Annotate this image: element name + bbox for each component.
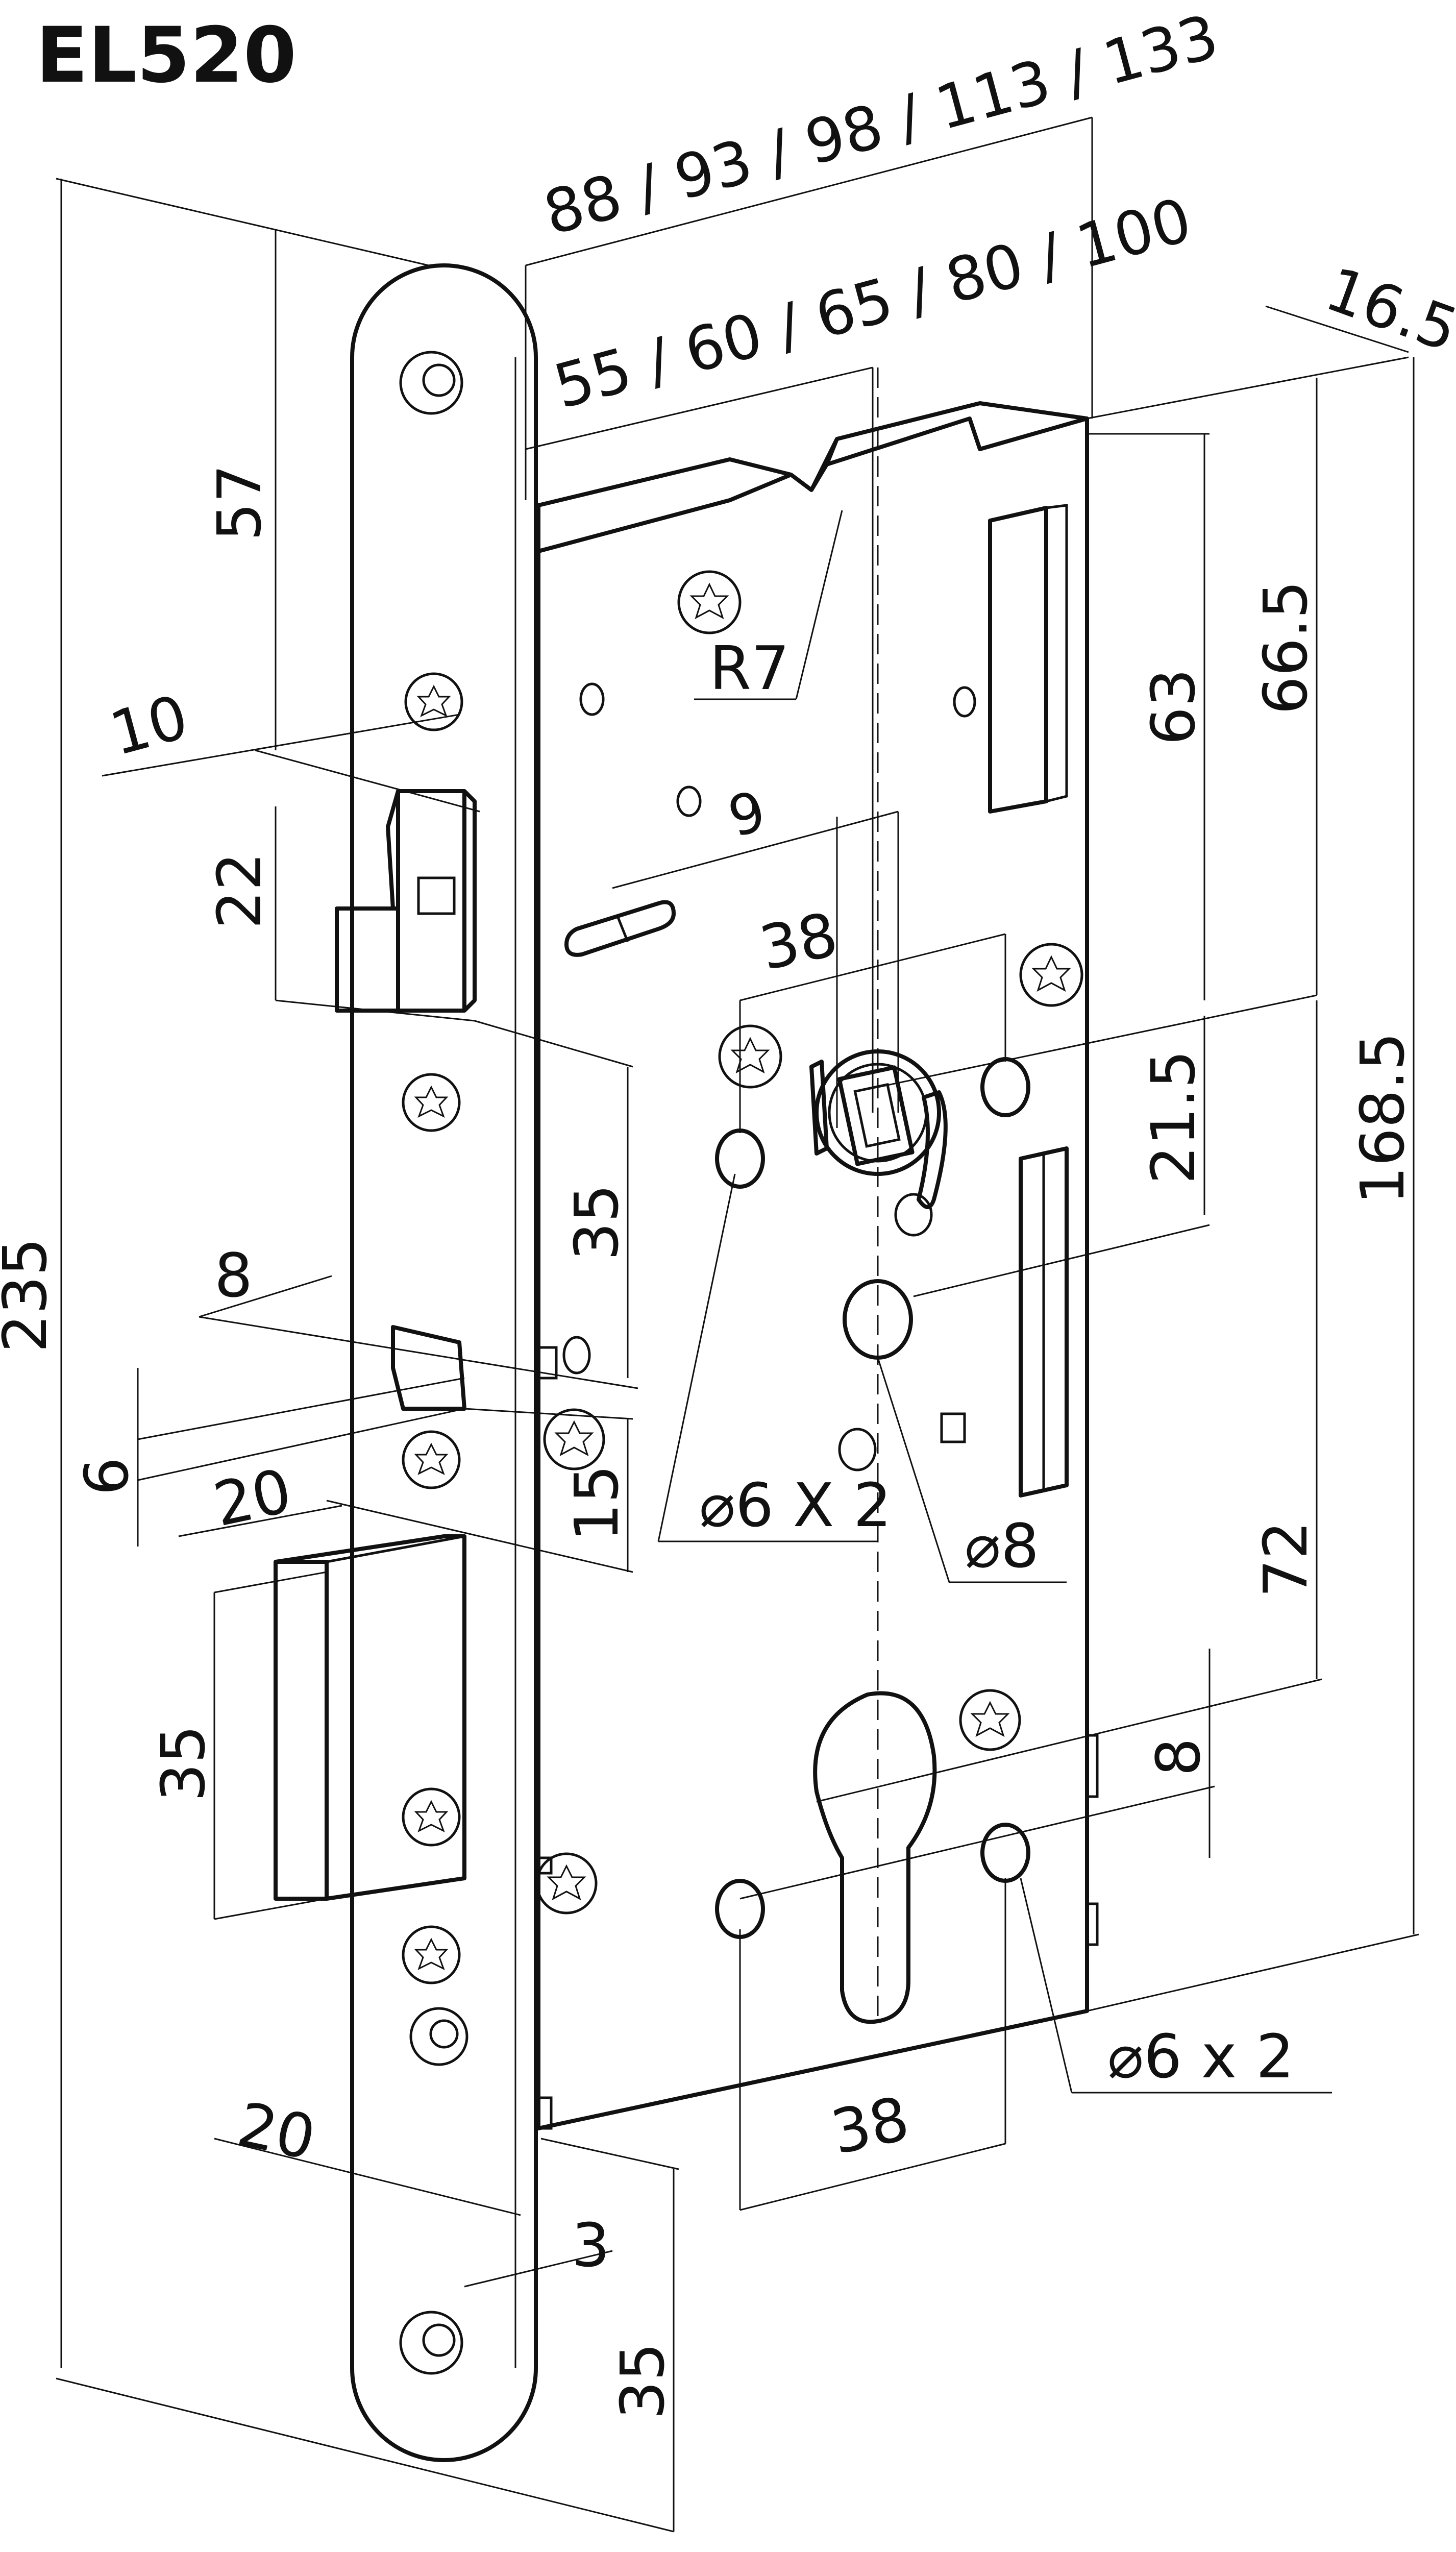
dim-aux-projection: 8 bbox=[214, 1240, 253, 1311]
product-title: EL520 bbox=[36, 11, 297, 100]
faceplate-torx-screw-2 bbox=[402, 1073, 461, 1132]
lock-case bbox=[534, 401, 1099, 2130]
dim-follower-to-cylinder: 72 bbox=[1250, 1521, 1321, 1598]
faceplate-torx-screw-3 bbox=[402, 1430, 461, 1489]
dim-follower-square: 9 bbox=[722, 779, 772, 850]
case-torx-screw-3 bbox=[718, 1024, 782, 1089]
dim-cylinder-offset: 8 bbox=[1143, 1738, 1214, 1776]
case-torx-screw-5 bbox=[959, 1689, 1021, 1751]
faceplate-mount-hole-bottom bbox=[399, 2311, 463, 2375]
dim-top-to-follower: 66.5 bbox=[1250, 580, 1321, 715]
dim-hole-small-lower: ⌀6 x 2 bbox=[1107, 2021, 1294, 2092]
case-torx-screw-1 bbox=[677, 570, 742, 634]
dim-hole-small-upper: ⌀6 X 2 bbox=[699, 1470, 892, 1540]
dim-latch-height: 22 bbox=[204, 852, 275, 929]
dim-aux-to-deadbolt: 15 bbox=[561, 1465, 632, 1541]
dim-cylinder-hole-spacing: 38 bbox=[825, 2083, 915, 2168]
dim-faceplate-offset: 3 bbox=[572, 2210, 610, 2280]
case-slot bbox=[564, 900, 676, 957]
dim-deadbolt-height: 35 bbox=[148, 1725, 218, 1802]
faceplate-torx-screw-4 bbox=[402, 1787, 461, 1847]
case-torx-screw-4 bbox=[543, 1408, 605, 1470]
dim-deadbolt-projection: 20 bbox=[208, 1455, 298, 1540]
dim-faceplate-bottom: 35 bbox=[607, 2343, 678, 2419]
dim-follower-offset: 21.5 bbox=[1138, 1050, 1208, 1184]
dim-latch-projection: 10 bbox=[103, 681, 195, 769]
faceplate bbox=[350, 263, 538, 2462]
case-torx-screw-6 bbox=[535, 1852, 598, 1915]
auxiliary-latch bbox=[391, 1325, 591, 1411]
case-torx-screw-2 bbox=[1019, 943, 1083, 1007]
faceplate-torx-screw-5 bbox=[402, 1925, 461, 1984]
latch-bolt bbox=[335, 789, 477, 1013]
cylinder-cutout bbox=[715, 1691, 1030, 2024]
faceplate-adjust-hole bbox=[409, 2007, 468, 2066]
case-small-holes bbox=[579, 682, 976, 1471]
faceplate-torx-screw-1 bbox=[404, 672, 463, 731]
dim-radius: R7 bbox=[709, 633, 789, 703]
dim-case-height: 168.5 bbox=[1347, 1032, 1418, 1205]
dim-latch-to-aux: 35 bbox=[561, 1184, 632, 1261]
dim-aux-height: 6 bbox=[71, 1457, 142, 1495]
dim-follower-top: 63 bbox=[1138, 669, 1208, 745]
dim-latch-top: 57 bbox=[204, 464, 275, 541]
dimension-lines bbox=[56, 116, 1419, 2533]
dim-total-height: 235 bbox=[0, 1238, 60, 1353]
dim-case-depth: 16.5 bbox=[1317, 254, 1456, 366]
faceplate-mount-hole-top bbox=[399, 351, 463, 415]
dim-faceplate-width: 20 bbox=[232, 2089, 322, 2173]
dim-hole-medium: ⌀8 bbox=[965, 1511, 1039, 1581]
dim-follower-hole-spacing: 38 bbox=[754, 899, 844, 984]
